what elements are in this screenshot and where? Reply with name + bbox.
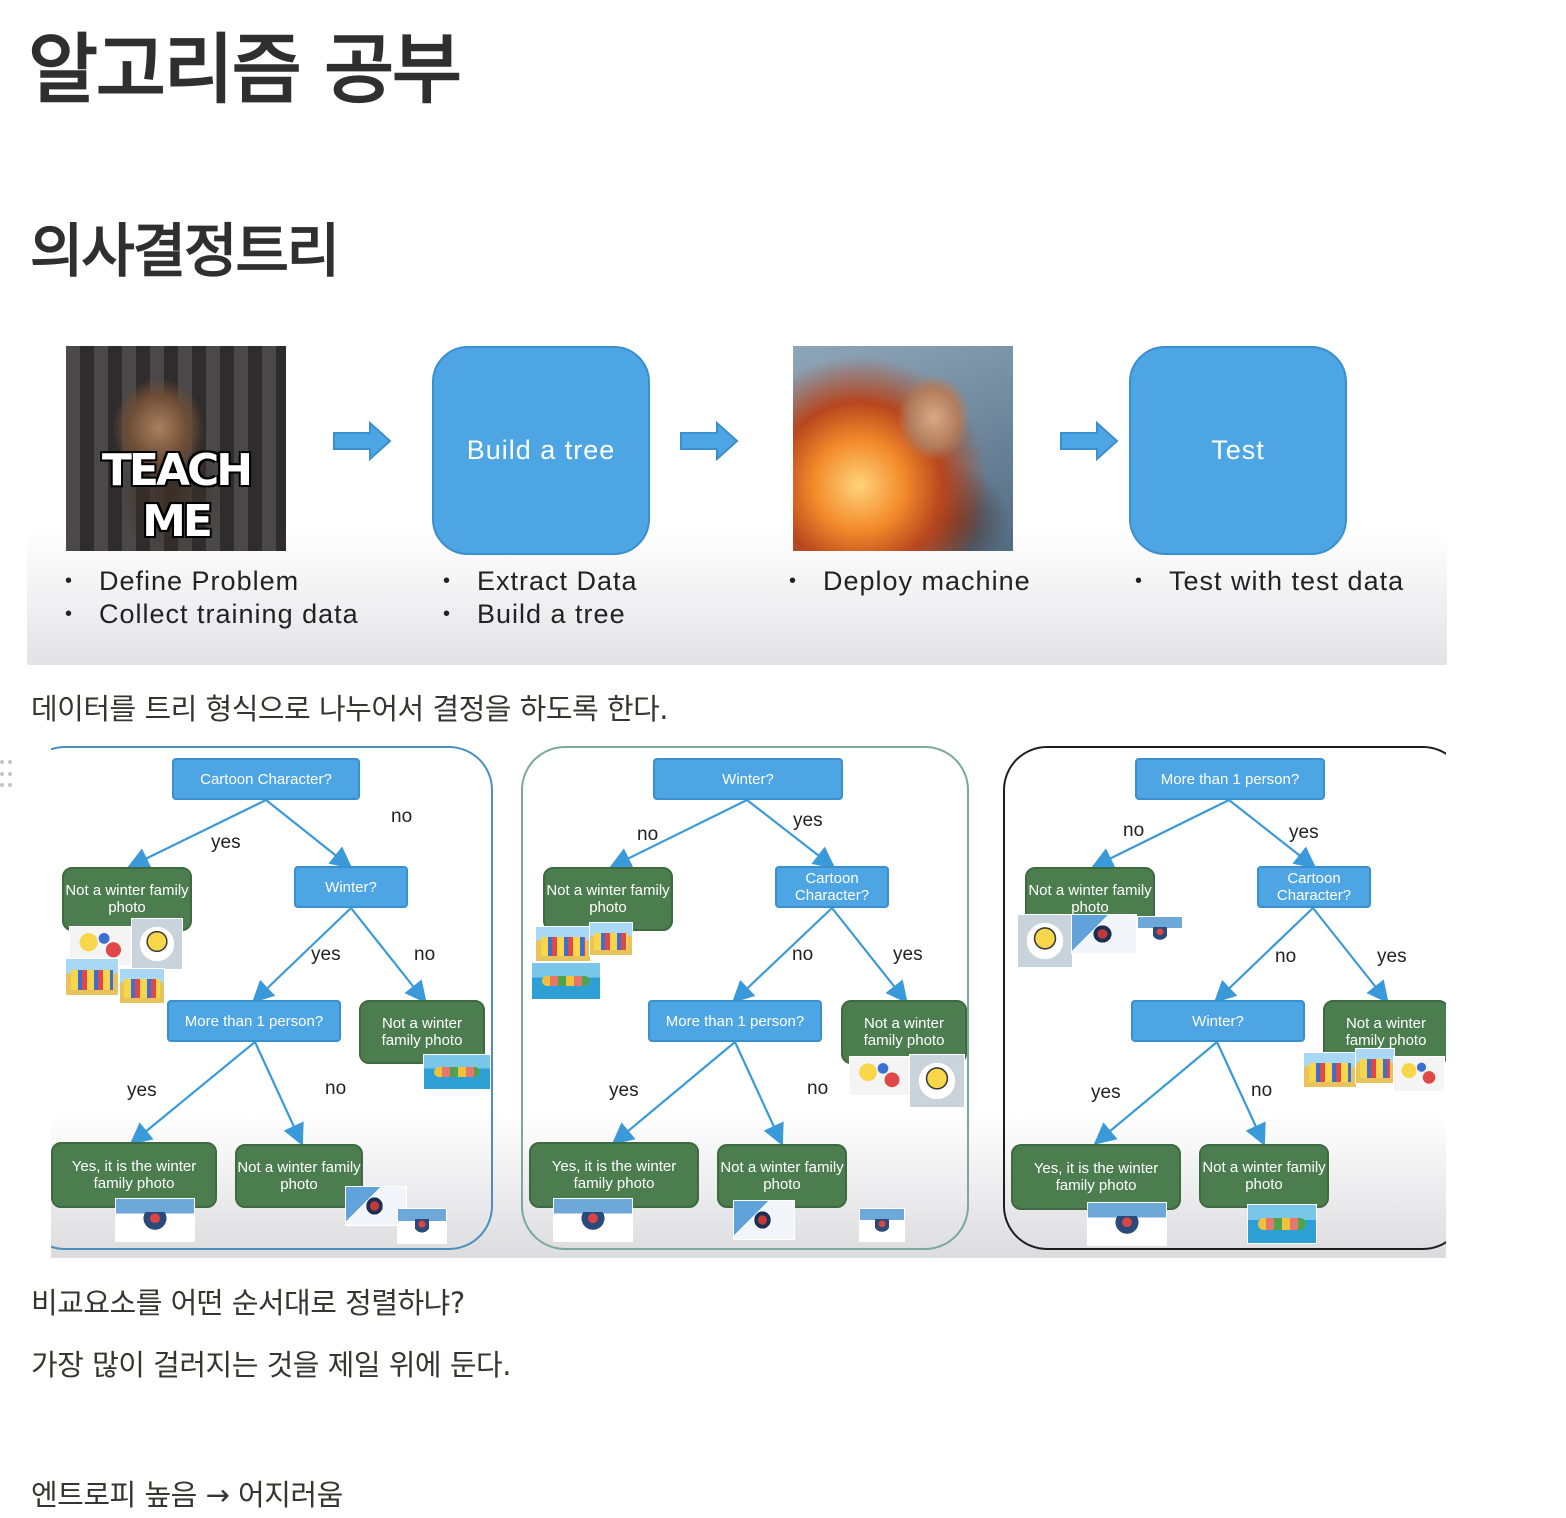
snow-thumbnail bbox=[859, 1208, 905, 1242]
bullet-list-step-3: Deploy machine bbox=[787, 565, 1031, 598]
cartoon-thumbnail bbox=[849, 1056, 911, 1096]
homer-thumbnail bbox=[1017, 914, 1073, 968]
snow-thumbnail bbox=[397, 1208, 447, 1244]
edge-label: yes bbox=[211, 832, 241, 853]
snow-family-thumbnail bbox=[553, 1198, 633, 1242]
edge-label: no bbox=[1275, 946, 1297, 967]
edge-label: yes bbox=[609, 1080, 639, 1101]
homer-thumbnail bbox=[909, 1054, 965, 1108]
edge-label: no bbox=[637, 824, 659, 845]
edge-label: no bbox=[325, 1078, 347, 1099]
list-item: Build a tree bbox=[441, 598, 638, 631]
edge-label: yes bbox=[893, 944, 923, 965]
teach-me-photo: TEACH ME bbox=[66, 346, 286, 551]
tree3-leaf-yes: Yes, it is the winter family photo bbox=[1011, 1144, 1181, 1210]
snow-thumbnail bbox=[1137, 916, 1183, 950]
edge-label: yes bbox=[127, 1080, 157, 1101]
paragraph-4: 엔트로피 높음 → 어지러움 bbox=[31, 1478, 343, 1512]
skier-thumbnail bbox=[345, 1186, 407, 1226]
edge-label: yes bbox=[1289, 822, 1319, 843]
tree2-leaf-no: Not a winter family photo bbox=[717, 1144, 847, 1208]
tree3-q3-node: Winter? bbox=[1131, 1000, 1305, 1042]
tree-edges bbox=[127, 799, 1389, 1146]
edge-label: no bbox=[414, 944, 436, 965]
tree2-leaf-right: Not a winter family photo bbox=[841, 1000, 967, 1064]
tree3-root-node: More than 1 person? bbox=[1135, 758, 1325, 800]
edge-label: no bbox=[1251, 1080, 1273, 1101]
tree2-q3-node: More than 1 person? bbox=[648, 1000, 822, 1042]
edge-label: no bbox=[807, 1078, 829, 1099]
test-box: Test bbox=[1129, 346, 1347, 555]
edge-label: yes bbox=[1091, 1082, 1121, 1103]
page-title: 알고리즘 공부 bbox=[28, 25, 462, 114]
snow-family-thumbnail bbox=[115, 1198, 195, 1242]
arrow-right-icon bbox=[1060, 421, 1119, 461]
tree3-q2-node: Cartoon Character? bbox=[1257, 866, 1371, 908]
beach-family-thumbnail bbox=[1247, 1204, 1317, 1244]
edge-label: yes bbox=[1377, 946, 1407, 967]
process-flow-image: TEACH ME Build a tree Test Define Proble… bbox=[27, 325, 1447, 665]
list-item: Deploy machine bbox=[787, 565, 1031, 598]
paragraph-3: 가장 많이 걸러지는 것을 제일 위에 둔다. bbox=[31, 1348, 511, 1382]
simpsons-thumbnail bbox=[589, 922, 633, 956]
tree-frame-3 bbox=[1003, 746, 1446, 1250]
build-tree-box: Build a tree bbox=[432, 346, 650, 555]
bullet-list-step-2: Extract Data Build a tree bbox=[441, 565, 638, 631]
tree1-leaf-right: Not a winter family photo bbox=[359, 1000, 485, 1064]
tree3-leaf-no: Not a winter family photo bbox=[1199, 1144, 1329, 1208]
list-item: Define Problem bbox=[63, 565, 359, 598]
simpsons-thumbnail bbox=[1303, 1052, 1357, 1088]
tree-frame-2 bbox=[521, 746, 969, 1250]
list-item: Test with test data bbox=[1133, 565, 1404, 598]
beach-family-thumbnail bbox=[531, 962, 601, 1000]
list-item: Collect training data bbox=[63, 598, 359, 631]
simpsons-thumbnail bbox=[535, 926, 591, 962]
tree1-leaf-yes: Yes, it is the winter family photo bbox=[51, 1142, 217, 1208]
edge-label: no bbox=[1123, 820, 1145, 841]
tree2-leaf-left: Not a winter family photo bbox=[543, 867, 673, 931]
decision-trees-image: Cartoon Character? yes no Not a winter f… bbox=[51, 742, 1446, 1258]
paragraph-1: 데이터를 트리 형식으로 나누어서 결정을 하도록 한다. bbox=[31, 692, 669, 726]
snow-family-thumbnail bbox=[1087, 1202, 1167, 1246]
skier-thumbnail bbox=[1071, 914, 1137, 954]
skier-thumbnail bbox=[733, 1200, 795, 1240]
simpsons-thumbnail bbox=[1355, 1048, 1395, 1084]
bullet-list-step-1: Define Problem Collect training data bbox=[63, 565, 359, 631]
beach-family-thumbnail bbox=[423, 1054, 491, 1090]
arrow-right-icon bbox=[333, 421, 392, 461]
homer-thumbnail bbox=[131, 918, 183, 970]
tree1-root-node: Cartoon Character? bbox=[172, 758, 360, 800]
tree2-q2-node: Cartoon Character? bbox=[775, 866, 889, 908]
paragraph-2: 비교요소를 어떤 순서대로 정렬하냐? bbox=[31, 1286, 465, 1320]
doctor-strange-photo bbox=[793, 346, 1013, 551]
tree1-q2-node: Winter? bbox=[294, 866, 408, 908]
photo-caption: TEACH ME bbox=[101, 445, 253, 547]
tree1-q3-node: More than 1 person? bbox=[167, 1000, 341, 1042]
block-drag-handle[interactable] bbox=[0, 760, 14, 792]
simpsons-thumbnail bbox=[65, 958, 119, 996]
edge-label: no bbox=[391, 806, 413, 827]
bullet-list-step-4: Test with test data bbox=[1133, 565, 1404, 598]
tree2-root-node: Winter? bbox=[653, 758, 843, 800]
section-title: 의사결정트리 bbox=[30, 217, 340, 285]
simpsons-thumbnail bbox=[119, 968, 165, 1004]
edge-label: no bbox=[792, 944, 814, 965]
cartoon-thumbnail bbox=[1393, 1056, 1445, 1092]
arrow-right-icon bbox=[680, 421, 739, 461]
edge-label: yes bbox=[311, 944, 341, 965]
tree1-leaf-no: Not a winter family photo bbox=[235, 1144, 363, 1208]
edge-label: yes bbox=[793, 810, 823, 831]
tree-frame-1 bbox=[51, 746, 493, 1250]
list-item: Extract Data bbox=[441, 565, 638, 598]
